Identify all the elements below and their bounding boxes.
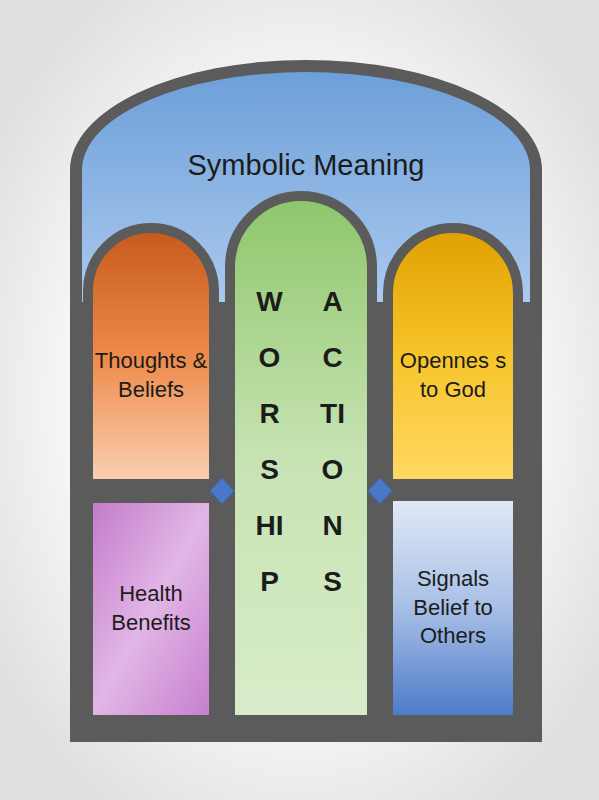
pane-shape (88, 498, 214, 720)
pane-label: Opennes s to God (396, 347, 510, 404)
pane-content: Health Benefits (88, 498, 214, 720)
pane-content: Symbolic Meaning (82, 72, 530, 302)
pane-label: Health Benefits (96, 580, 206, 637)
yellow-pane: Opennes s to God (388, 228, 518, 484)
pane-label: Symbolic Meaning (188, 147, 425, 185)
pane-content: Opennes s to God (388, 228, 518, 484)
pane-content: Signals Belief to Others (388, 496, 518, 720)
pane-label: Thoughts & Beliefs (94, 347, 208, 404)
diamond-ornament (210, 478, 234, 504)
top-panel: Symbolic Meaning (82, 72, 530, 302)
pane-label: Signals Belief to Others (402, 565, 504, 651)
center-pane: WORSHIP ACTIONS (230, 196, 372, 720)
vertical-label: WORSHIP (256, 274, 284, 610)
pane-content: WORSHIP ACTIONS (230, 196, 372, 720)
blue-pane: Signals Belief to Others (388, 496, 518, 720)
orange-pane: Thoughts & Beliefs (88, 228, 214, 484)
pane-shape (230, 196, 372, 720)
vertical-label: ACTIONS (319, 274, 347, 610)
pane-content: Thoughts & Beliefs (88, 228, 214, 484)
diamond-ornament (368, 478, 392, 504)
purple-pane: Health Benefits (88, 498, 214, 720)
